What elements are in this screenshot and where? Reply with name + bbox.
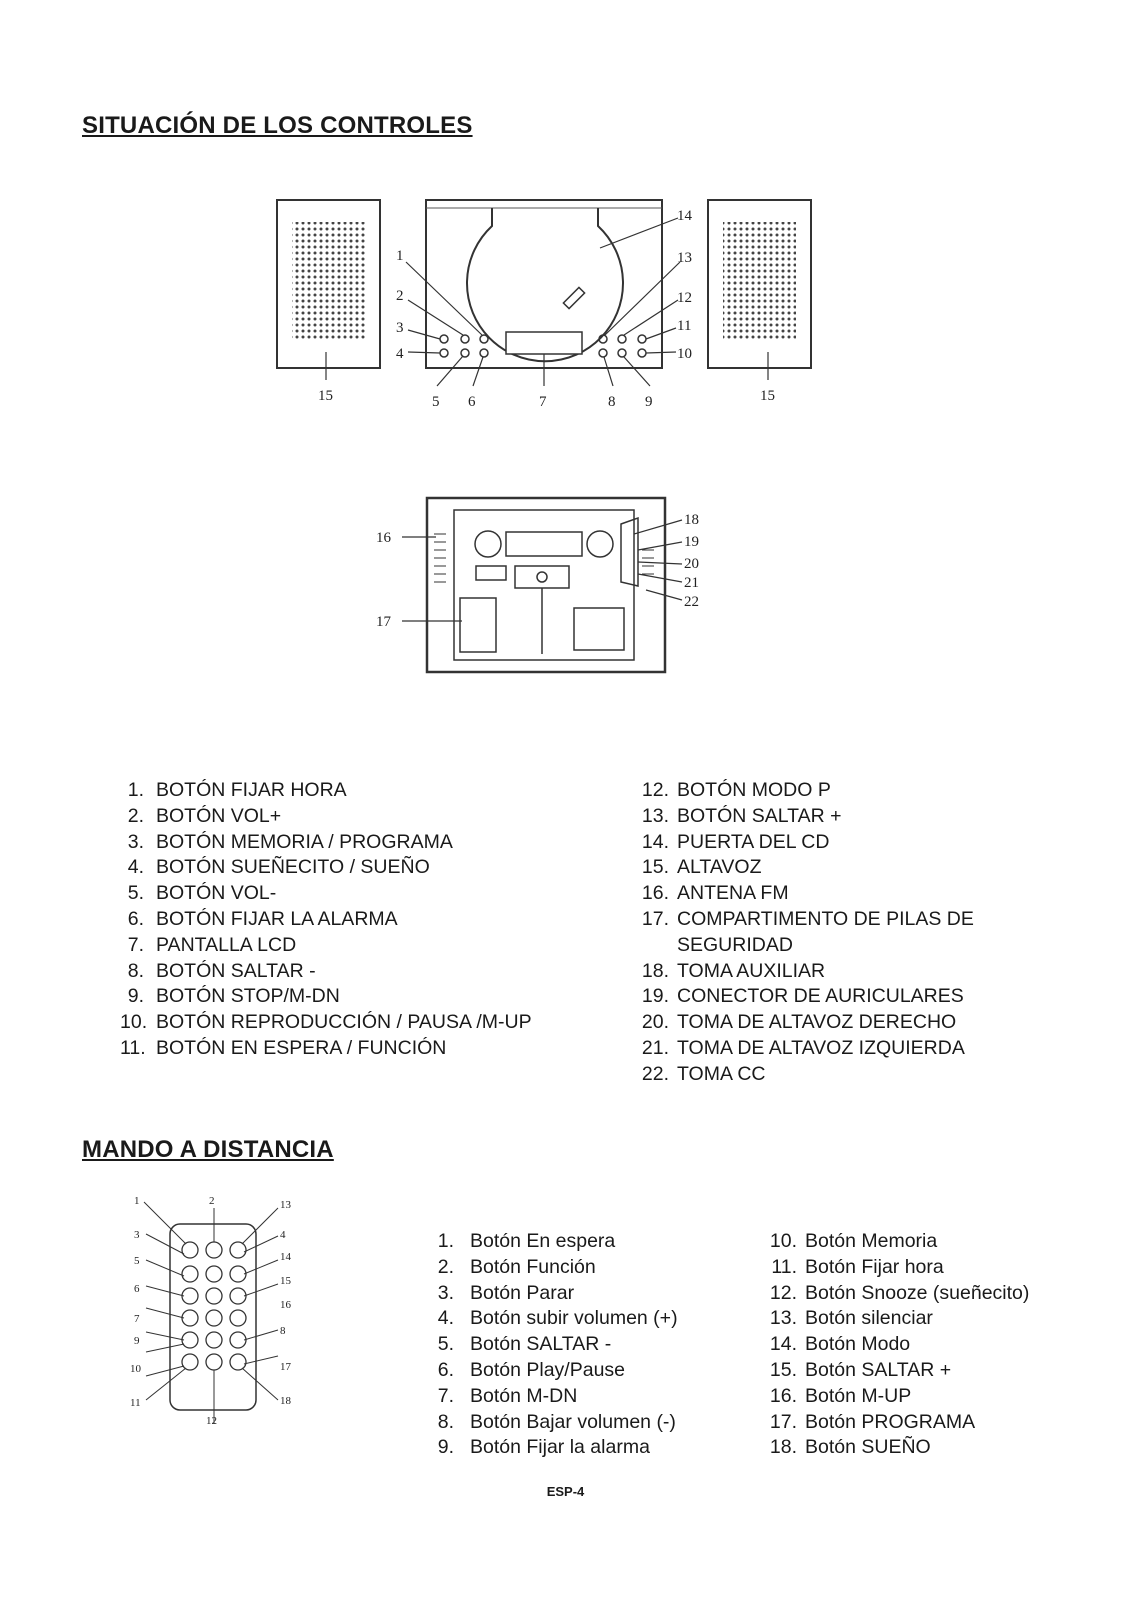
controls-section-title: SITUACIÓN DE LOS CONTROLES xyxy=(82,112,473,139)
right-speaker xyxy=(707,199,812,369)
remote-callout-1: 1 xyxy=(134,1195,140,1207)
list-item: 2.Botón Función xyxy=(437,1255,596,1278)
callout-4: 4 xyxy=(396,346,404,362)
remote-callout-17: 17 xyxy=(280,1361,292,1373)
callout-8: 8 xyxy=(608,394,616,410)
remote-list-left: 1.Botón En espera 2.Botón Función 3.Botó… xyxy=(434,1229,754,1461)
left-speaker xyxy=(276,199,381,369)
callout-19: 19 xyxy=(684,534,699,550)
callout-15-left: 15 xyxy=(318,388,333,404)
remote-callout-13: 13 xyxy=(280,1199,292,1211)
list-item: 9.BOTÓN STOP/M-DN xyxy=(127,985,340,1008)
callout-12: 12 xyxy=(677,290,692,306)
callout-18: 18 xyxy=(684,512,699,528)
remote-callout-16: 16 xyxy=(280,1299,292,1311)
list-item: 10.Botón Memoria xyxy=(769,1230,938,1252)
main-unit xyxy=(425,199,663,369)
callout-2: 2 xyxy=(396,288,404,304)
callout-10: 10 xyxy=(677,346,692,362)
page-number: ESP-4 xyxy=(546,1484,585,1499)
list-item: 14.Botón Modo xyxy=(769,1333,911,1356)
callout-5: 5 xyxy=(432,394,440,410)
remote-callout-11: 11 xyxy=(130,1397,141,1409)
remote-callout-3: 3 xyxy=(134,1229,140,1241)
front-view-diagram: 1 2 3 4 5 6 7 8 9 10 11 12 13 14 15 15 xyxy=(276,199,812,410)
list-item: 2.BOTÓN VOL+ xyxy=(127,804,282,827)
list-item: 15.ALTAVOZ xyxy=(641,856,762,879)
callout-7: 7 xyxy=(539,394,547,410)
list-item: 3.BOTÓN MEMORIA / PROGRAMA xyxy=(127,830,453,853)
list-item: 18.Botón SUEÑO xyxy=(769,1436,931,1459)
list-item: 13.Botón silenciar xyxy=(769,1307,933,1330)
list-item: 20.TOMA DE ALTAVOZ DERECHO xyxy=(641,1011,957,1034)
list-item: 1.BOTÓN FIJAR HORA xyxy=(127,779,347,801)
callout-17: 17 xyxy=(376,614,392,630)
rear-unit xyxy=(425,496,667,674)
remote-callout-6: 6 xyxy=(134,1283,140,1295)
list-item: 7.Botón M-DN xyxy=(437,1384,578,1407)
callout-16: 16 xyxy=(376,530,392,546)
remote-callout-12: 12 xyxy=(206,1415,217,1427)
list-item: 12.BOTÓN MODO P xyxy=(641,779,831,801)
remote-section-title: MANDO A DISTANCIA xyxy=(82,1136,334,1163)
remote-callout-7: 7 xyxy=(134,1313,140,1325)
remote-callout-2: 2 xyxy=(209,1195,215,1207)
remote-callout-9: 9 xyxy=(134,1335,140,1347)
remote-callout-10: 10 xyxy=(130,1363,142,1375)
list-item: 3.Botón Parar xyxy=(437,1281,575,1304)
list-item: 19.CONECTOR DE AURICULARES xyxy=(641,985,964,1008)
list-item: 4.BOTÓN SUEÑECITO / SUEÑO xyxy=(127,856,430,879)
list-item: 5.BOTÓN VOL- xyxy=(127,882,277,905)
list-item: 11.Botón Fijar hora xyxy=(771,1255,944,1278)
list-item: 14.PUERTA DEL CD xyxy=(641,830,830,853)
callout-6: 6 xyxy=(468,394,476,410)
callout-22: 22 xyxy=(684,594,699,610)
remote-list-right: 10.Botón Memoria 11.Botón Fijar hora 12.… xyxy=(766,1229,1096,1461)
callout-20: 20 xyxy=(684,556,699,572)
controls-list-right: 12.BOTÓN MODO P 13.BOTÓN SALTAR + 14.PUE… xyxy=(636,778,1076,1088)
list-item: 6.BOTÓN FIJAR LA ALARMA xyxy=(127,907,398,930)
callout-1: 1 xyxy=(396,248,404,264)
list-item: 17.COMPARTIMENTO DE PILAS DE SEGURIDAD xyxy=(641,907,974,956)
list-item: 22.TOMA CC xyxy=(641,1062,766,1085)
list-item: 4.Botón subir volumen (+) xyxy=(437,1307,678,1330)
callout-13: 13 xyxy=(677,250,692,266)
remote-callout-15: 15 xyxy=(280,1275,292,1287)
list-item: 16.ANTENA FM xyxy=(641,882,789,905)
list-item: 12.Botón Snooze (sueñecito) xyxy=(769,1281,1030,1304)
list-item: 6.Botón Play/Pause xyxy=(437,1358,626,1381)
rear-view-diagram: 16 17 18 19 20 21 22 xyxy=(376,496,699,674)
remote-callout-18: 18 xyxy=(280,1395,292,1407)
list-item: 8.Botón Bajar volumen (-) xyxy=(437,1410,676,1433)
controls-list-left: 1.BOTÓN FIJAR HORA 2.BOTÓN VOL+ 3.BOTÓN … xyxy=(120,778,590,1062)
callout-15-right: 15 xyxy=(760,388,775,404)
callout-21: 21 xyxy=(684,575,699,591)
callout-3: 3 xyxy=(396,320,404,336)
list-item: 8.BOTÓN SALTAR - xyxy=(127,959,316,982)
list-item: 1.Botón En espera xyxy=(437,1230,616,1252)
list-item: 13.BOTÓN SALTAR + xyxy=(641,804,842,827)
list-item: 15.Botón SALTAR + xyxy=(769,1358,952,1381)
list-item: 9.Botón Fijar la alarma xyxy=(437,1436,650,1459)
remote-callout-5: 5 xyxy=(134,1255,140,1267)
list-item: 10.BOTÓN REPRODUCCIÓN / PAUSA /M-UP xyxy=(120,1011,532,1034)
list-item: 21.TOMA DE ALTAVOZ IZQUIERDA xyxy=(641,1036,965,1059)
list-item: 16.Botón M-UP xyxy=(769,1384,912,1407)
list-item: 17.Botón PROGRAMA xyxy=(769,1410,976,1433)
callout-11: 11 xyxy=(677,318,691,334)
remote-callout-4: 4 xyxy=(280,1229,286,1241)
callout-9: 9 xyxy=(645,394,653,410)
remote-callout-8: 8 xyxy=(280,1325,286,1337)
remote-callout-14: 14 xyxy=(280,1251,292,1263)
remote-control-diagram: 1 2 13 3 4 14 5 15 6 16 7 8 9 17 10 11 1… xyxy=(130,1195,292,1427)
callout-14: 14 xyxy=(677,208,693,224)
list-item: 7.PANTALLA LCD xyxy=(127,933,297,956)
list-item: 18.TOMA AUXILIAR xyxy=(641,959,826,982)
list-item: 5.Botón SALTAR - xyxy=(437,1333,612,1356)
list-item: 11.BOTÓN EN ESPERA / FUNCIÓN xyxy=(120,1036,447,1059)
